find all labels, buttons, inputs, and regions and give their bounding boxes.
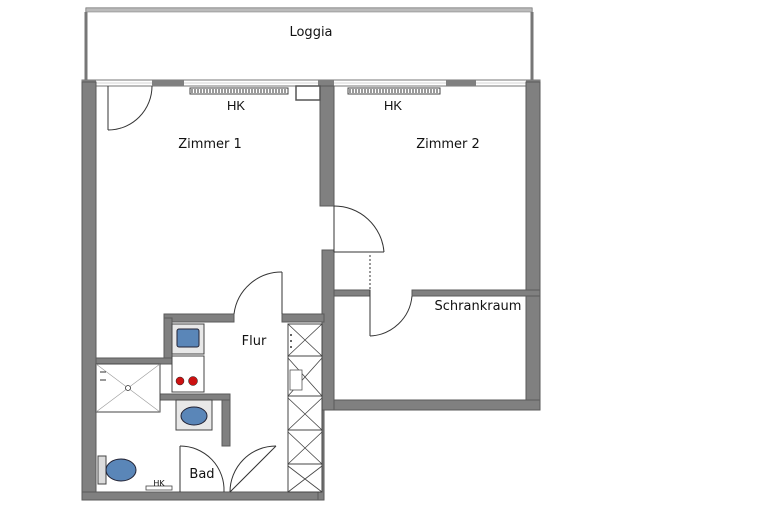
room-label-flur: Flur <box>242 334 267 349</box>
room-label-zimmer-2: Zimmer 2 <box>416 137 480 152</box>
radiator-bad <box>145 485 173 491</box>
radiator-label-bad: HK <box>153 479 165 488</box>
facade-windows <box>81 79 541 87</box>
radiator-zimmer-1 <box>189 87 289 95</box>
radiator-label-zimmer-2: HK <box>384 98 402 113</box>
toilet-icon <box>97 455 137 485</box>
door-loggia-zimmer-1 <box>107 85 153 131</box>
door-flur-zimmer-1 <box>233 271 283 315</box>
wardrobe-icon <box>287 323 323 493</box>
door-entrance <box>229 445 277 493</box>
room-label-bad: Bad <box>189 467 214 482</box>
room-label-loggia: Loggia <box>289 25 332 40</box>
stove-icon <box>171 355 205 393</box>
kitchen-sink-icon <box>171 323 205 355</box>
door-zimmer-1-zimmer-2 <box>333 205 385 253</box>
door-schrankraum <box>369 255 413 337</box>
walls <box>81 81 541 501</box>
door-bad <box>179 445 225 493</box>
shower-icon <box>95 363 161 413</box>
radiator-zimmer-2 <box>347 87 441 95</box>
loggia <box>84 7 534 83</box>
sink-icon <box>175 399 213 431</box>
room-label-zimmer-1: Zimmer 1 <box>178 137 242 152</box>
room-label-schrankraum: Schrankraum <box>435 299 522 314</box>
radiator-label-zimmer-1: HK <box>227 98 245 113</box>
